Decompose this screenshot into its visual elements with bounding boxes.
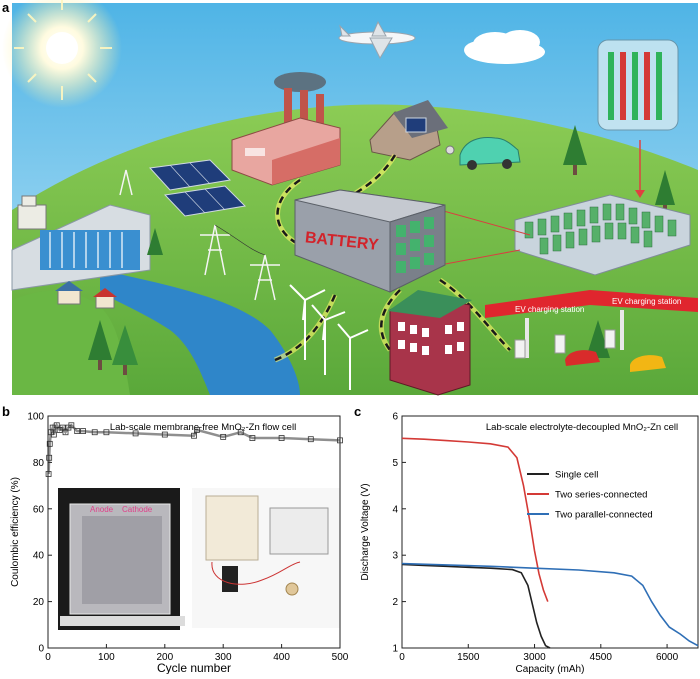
x-tick-label: 0	[45, 652, 51, 663]
house-icon-solar	[369, 100, 448, 161]
ce-data-point	[53, 422, 60, 429]
panel-b-chart: b Anode Cathode 0 100 200 300 400 500 0 20 40 60 8…	[0, 404, 350, 676]
y-tick-label: 40	[33, 551, 45, 562]
car-icon	[445, 137, 521, 170]
sun-icon	[2, 0, 122, 108]
y-axis-label: Coulombic efficiency (%)	[10, 477, 21, 587]
ce-data-point	[307, 436, 314, 443]
series-line	[401, 437, 549, 602]
cell-photo-right	[192, 488, 340, 628]
connection-lines	[439, 209, 531, 266]
ce-data-point	[103, 429, 110, 436]
ce-data-point	[132, 430, 139, 437]
ce-data-point	[68, 422, 75, 429]
river	[100, 270, 300, 395]
legend-label: Two parallel-connected	[555, 510, 653, 521]
y-tick-label: 0	[38, 644, 44, 655]
legend-label: Single cell	[555, 470, 598, 481]
x-tick-label: 100	[98, 652, 115, 663]
cell-photo-left: Anode Cathode	[58, 488, 185, 630]
x-axis-label: Cycle number	[157, 661, 231, 674]
y-tick-label: 6	[392, 412, 398, 423]
y-tick-label: 3	[392, 551, 398, 562]
ce-data-point	[220, 433, 227, 440]
power-tower-icon	[119, 169, 280, 301]
wind-turbine-icon	[289, 284, 369, 390]
y-axis-label: Discharge Voltage (V)	[360, 483, 371, 580]
x-tick-label: 500	[332, 652, 349, 663]
x-axis-label: Capacity (mAh)	[516, 664, 585, 674]
ce-data-point	[161, 431, 168, 438]
solar-panel-icon	[148, 159, 247, 217]
series-line	[401, 562, 699, 647]
battery-icon: BATTERY	[294, 189, 446, 293]
ev-station-label-2: EV charging station	[612, 297, 681, 306]
chart-title: Lab-scale electrolyte-decoupled MnO₂-Zn …	[486, 422, 678, 433]
panel-letter-a: a	[2, 0, 10, 15]
ce-data-point	[191, 432, 197, 439]
factory-icon	[231, 72, 341, 186]
ce-data-point	[45, 471, 52, 477]
anode-label: Anode	[90, 505, 114, 514]
ce-data-point	[46, 440, 53, 447]
ev-station-icon: EV charging station EV charging station	[485, 290, 698, 372]
airplane-icon	[338, 20, 416, 60]
panel-letter-c: c	[354, 404, 361, 419]
ce-data-point	[59, 424, 66, 431]
y-tick-label: 2	[392, 597, 398, 608]
panel-a-illustration: a	[2, 0, 698, 396]
ce-data-point	[278, 435, 285, 441]
y-tick-label: 80	[33, 458, 45, 469]
ce-data-point	[237, 429, 244, 436]
ce-data-point	[91, 429, 98, 436]
y-tick-label: 5	[392, 458, 398, 469]
ce-data-point	[62, 429, 69, 436]
chart-title: Lab-scale membrane-free MnO₂-Zn flow cel…	[110, 422, 296, 433]
x-tick-label: 200	[156, 652, 173, 663]
x-tick-label: 4500	[590, 652, 613, 663]
battery-pack-array	[514, 194, 691, 276]
plot-frame	[401, 415, 699, 649]
apartment-icon	[388, 290, 472, 396]
cathode-label: Cathode	[122, 505, 153, 514]
ce-data-point	[337, 437, 343, 444]
panel-letter-b: b	[2, 404, 10, 419]
dam-icon	[11, 195, 151, 291]
y-tick-label: 100	[27, 412, 44, 423]
ce-data-point	[46, 454, 53, 461]
plot-frame	[47, 415, 341, 649]
ce-data-point	[50, 431, 57, 438]
house-icon	[55, 281, 117, 309]
ce-data-point	[249, 435, 256, 441]
y-tick-label: 60	[33, 504, 45, 515]
x-tick-label: 6000	[656, 652, 679, 663]
x-tick-label: 300	[215, 652, 232, 663]
energy-landscape: a	[2, 0, 698, 396]
y-tick-label: 20	[33, 597, 45, 608]
x-tick-label: 1500	[457, 652, 480, 663]
ev-station-label-1: EV charging station	[515, 305, 584, 314]
legend-label: Two series-connected	[555, 490, 647, 501]
battery-pack-icon	[597, 39, 679, 198]
x-tick-label: 400	[273, 652, 290, 663]
ce-trend-line	[47, 422, 341, 475]
ce-data-point	[74, 428, 81, 434]
x-tick-label: 0	[399, 652, 405, 663]
x-tick-label: 3000	[523, 652, 546, 663]
ce-data-point	[194, 427, 200, 433]
coulombic-efficiency-chart: b Anode Cathode 0 100 200 300 400 500 0 20 40 60 8…	[2, 404, 349, 676]
y-tick-label: 1	[392, 644, 398, 655]
series-line	[401, 563, 551, 649]
cloud-icon	[464, 30, 545, 64]
ce-data-point	[80, 428, 86, 434]
tree-icon	[88, 125, 675, 375]
y-tick-label: 4	[392, 504, 398, 515]
